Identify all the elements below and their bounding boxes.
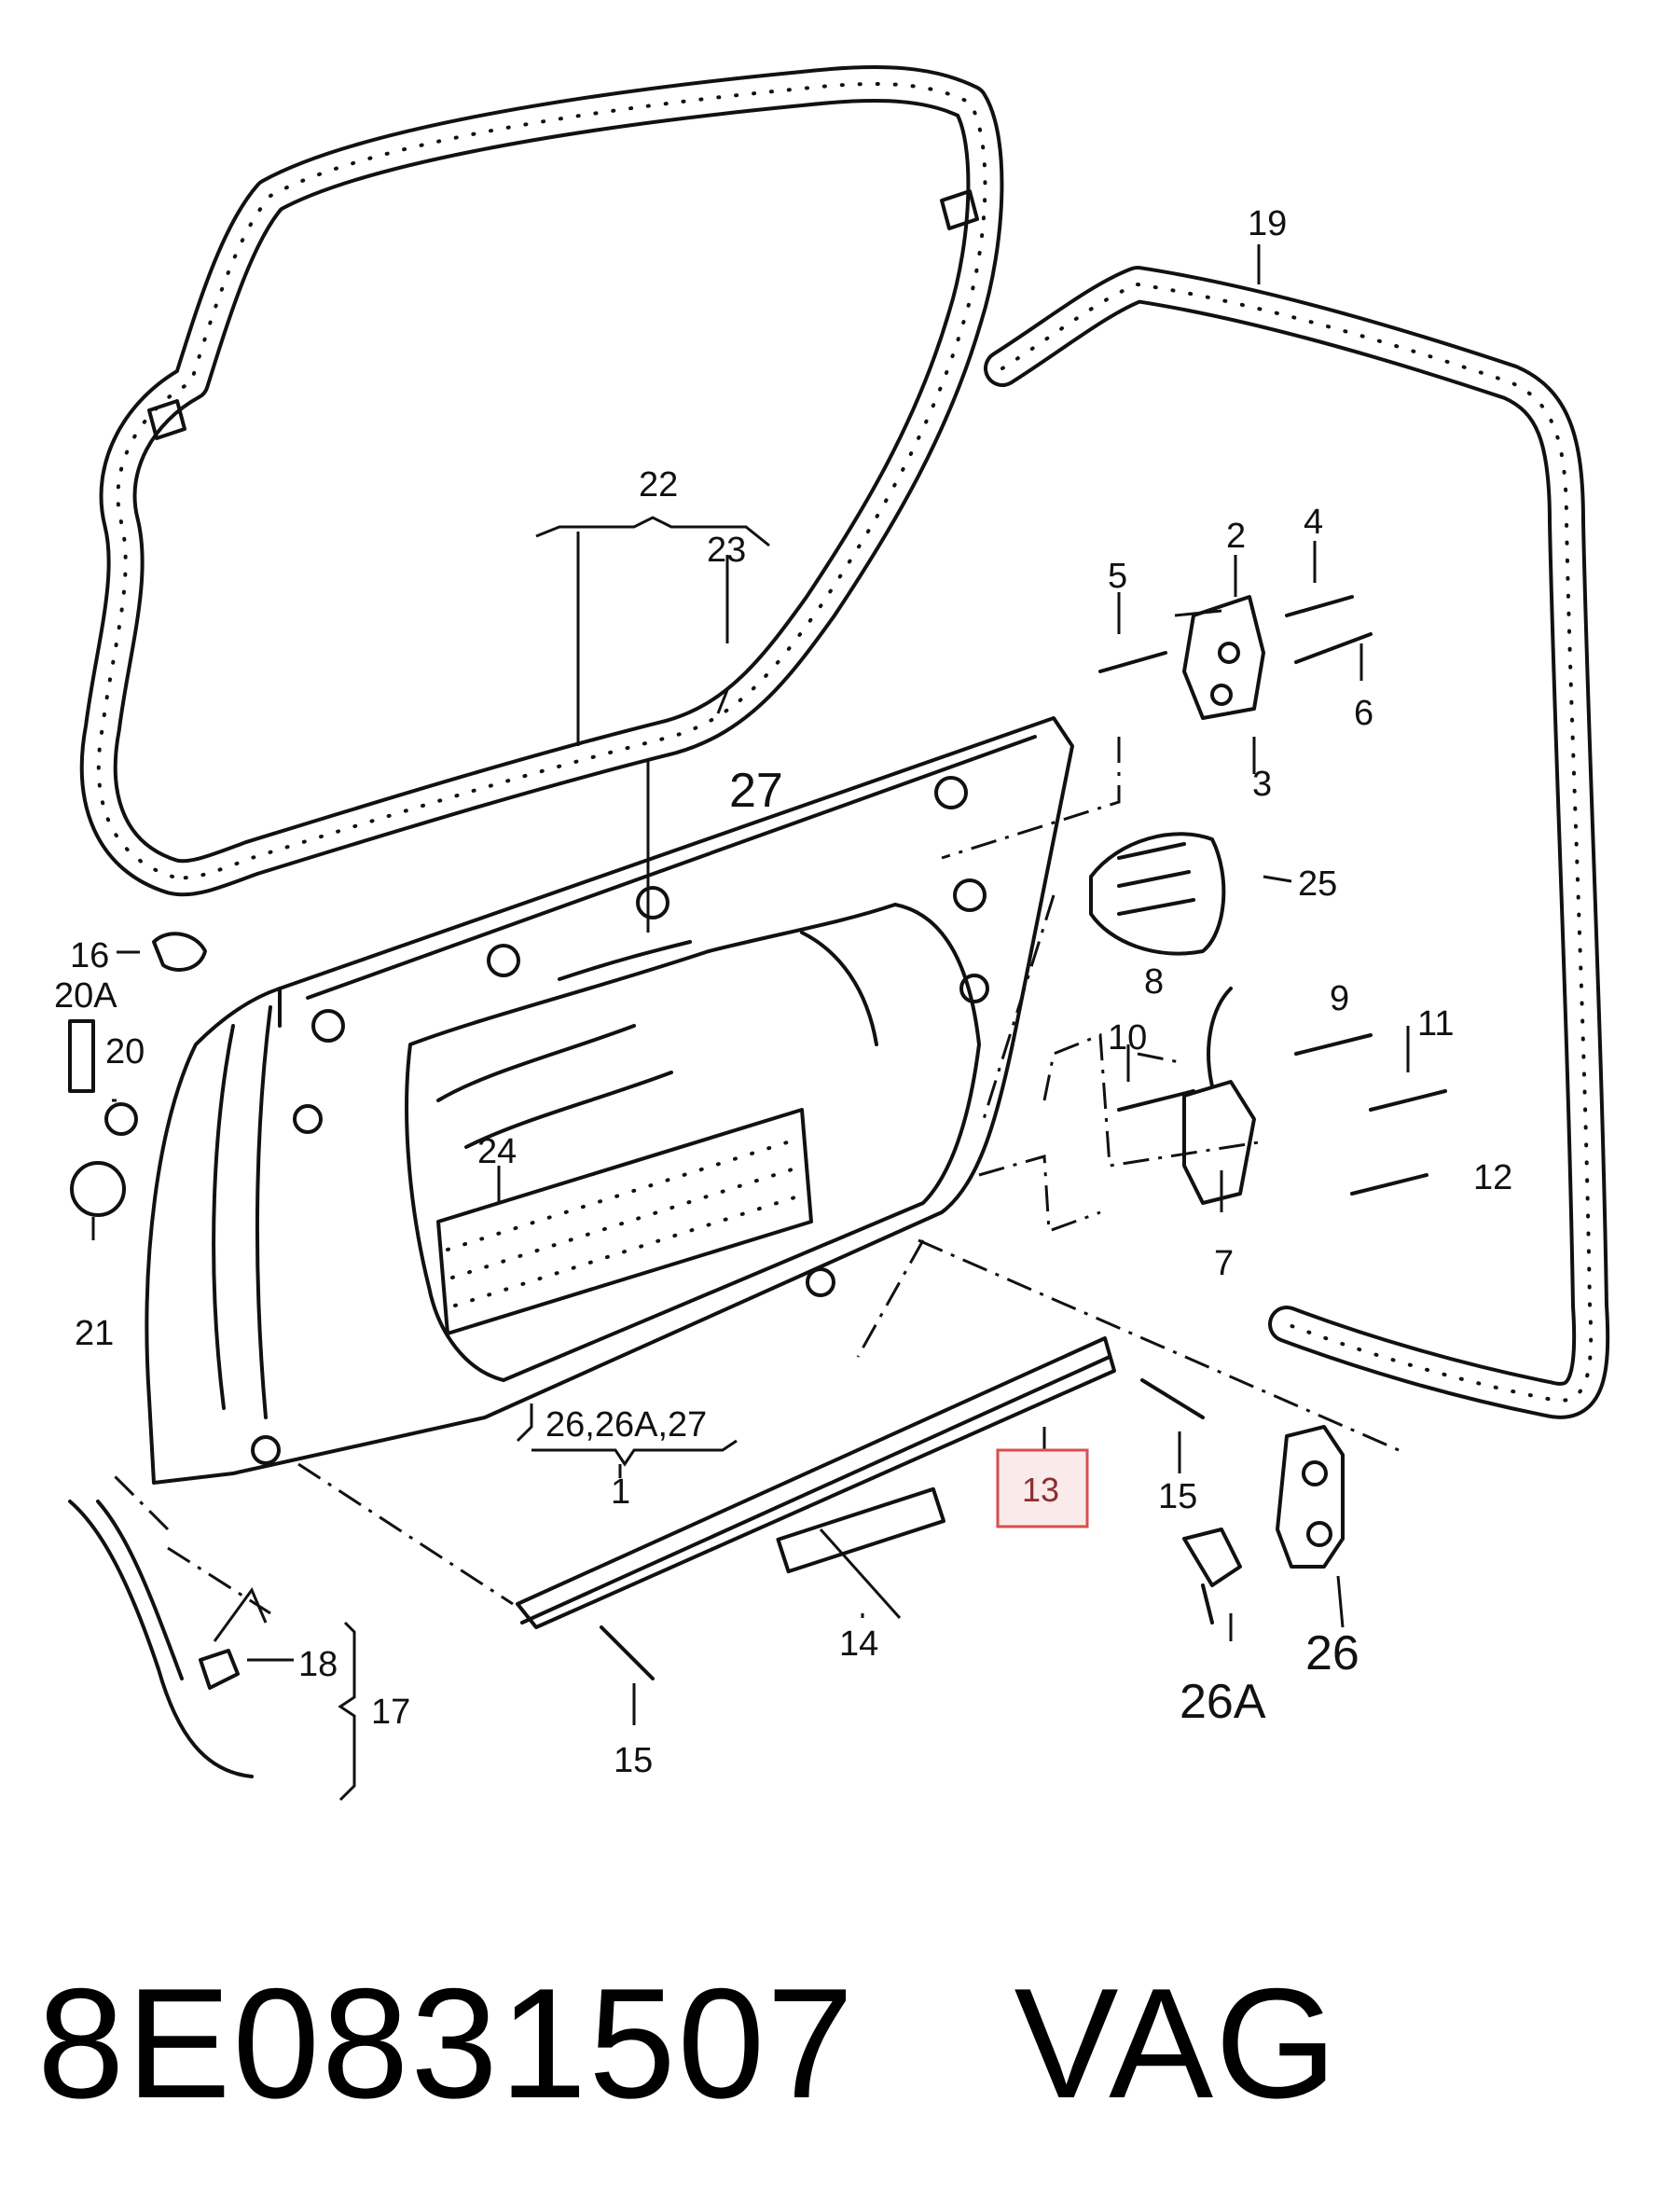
part-number: 8E0831507 <box>37 1956 856 2131</box>
callout-23: 23 <box>707 531 746 570</box>
door-shell <box>145 716 1074 1485</box>
callout-20A: 20A <box>54 976 117 1016</box>
callout-22: 22 <box>639 465 678 505</box>
sill-trim <box>516 1336 1116 1629</box>
callout-17: 17 <box>371 1693 410 1732</box>
callout-14: 14 <box>839 1624 878 1664</box>
callout-26: 26 <box>1305 1626 1359 1680</box>
callout-20: 20 <box>105 1032 145 1071</box>
hardware <box>68 595 1447 1778</box>
callout-labels: 1 2 3 4 5 6 7 8 9 10 11 12 13 14 15 15 1… <box>54 204 1512 1780</box>
reference-lines <box>110 532 1400 1615</box>
callout-26-26A-27: 26,26A,27 <box>545 1405 707 1445</box>
callout-9: 9 <box>1330 979 1349 1018</box>
callout-27: 27 <box>729 764 783 818</box>
brand-name: VAG <box>1014 1956 1339 2131</box>
callout-6: 6 <box>1354 694 1373 733</box>
callout-3: 3 <box>1252 765 1272 804</box>
callout-11: 11 <box>1417 1004 1454 1044</box>
callout-18: 18 <box>298 1645 338 1684</box>
callout-5: 5 <box>1108 557 1127 596</box>
callout-1: 1 <box>611 1472 630 1512</box>
callout-12: 12 <box>1473 1158 1512 1197</box>
callout-13-highlight <box>996 1448 1089 1528</box>
part-caption: 8E0831507 VAG <box>37 1954 1497 2134</box>
callout-2: 2 <box>1226 517 1246 556</box>
callout-8: 8 <box>1144 962 1164 1002</box>
leader-lines <box>91 244 1410 1802</box>
callout-24: 24 <box>477 1132 517 1171</box>
body-seal <box>984 266 1610 1419</box>
callout-16: 16 <box>70 936 109 975</box>
callout-4: 4 <box>1304 503 1323 542</box>
callout-15-lower: 15 <box>614 1741 653 1780</box>
callout-15: 15 <box>1158 1477 1197 1516</box>
callout-26A: 26A <box>1180 1675 1266 1729</box>
callout-19: 19 <box>1248 204 1287 243</box>
callout-10: 10 <box>1108 1018 1147 1058</box>
callout-21: 21 <box>75 1314 114 1353</box>
callout-13: 13 <box>1022 1471 1059 1509</box>
callout-25: 25 <box>1298 864 1337 904</box>
callout-7: 7 <box>1214 1244 1234 1283</box>
window-seal <box>79 65 1004 897</box>
